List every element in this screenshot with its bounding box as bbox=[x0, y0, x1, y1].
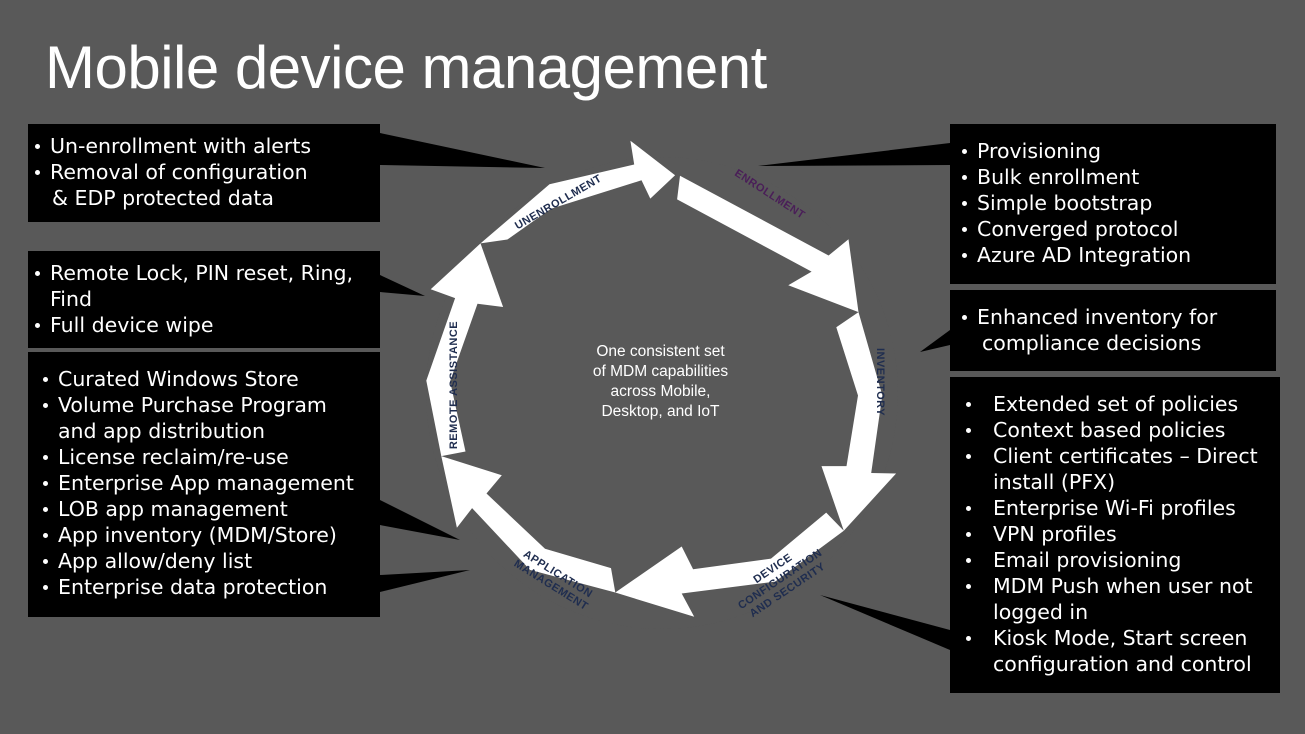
list-item: Full device wipe bbox=[28, 312, 380, 338]
center-line: Desktop, and IoT bbox=[601, 403, 720, 420]
list-item: App inventory (MDM/Store) bbox=[36, 522, 380, 548]
center-line: of MDM capabilities bbox=[592, 363, 729, 380]
list-item: Volume Purchase Program bbox=[36, 392, 380, 418]
list-item: Email provisioning bbox=[950, 547, 1280, 573]
list-item: Enterprise Wi-Fi profiles bbox=[950, 495, 1280, 521]
unenrollment-callout: Un-enrollment with alerts Removal of con… bbox=[28, 124, 380, 222]
application-management-callout: Curated Windows Store Volume Purchase Pr… bbox=[28, 352, 380, 617]
list-item-continuation: install (PFX) bbox=[993, 470, 1116, 494]
list-item-continuation: compliance decisions bbox=[982, 331, 1202, 355]
list-item: App allow/deny list bbox=[36, 548, 380, 574]
stage-label-inventory: INVENTORY bbox=[874, 348, 886, 416]
arrow-ring bbox=[426, 140, 897, 617]
list-item: Context based policies bbox=[950, 417, 1280, 443]
list-item: Simple bootstrap bbox=[955, 190, 1276, 216]
list-item: Extended set of policies bbox=[950, 391, 1280, 417]
list-item: Curated Windows Store bbox=[36, 366, 380, 392]
list-item-continuation: Find bbox=[50, 287, 93, 311]
list-item: MDM Push when user not bbox=[950, 573, 1280, 599]
center-disc bbox=[426, 157, 898, 629]
device-configuration-callout: Extended set of policies Context based p… bbox=[950, 377, 1280, 693]
list-item: Removal of configuration bbox=[28, 159, 380, 185]
inventory-callout: Enhanced inventory for compliance decisi… bbox=[950, 290, 1276, 371]
list-item: Kiosk Mode, Start screen bbox=[950, 625, 1280, 651]
list-item: Enterprise App management bbox=[36, 470, 380, 496]
center-caption: One consistent set of MDM capabilities a… bbox=[568, 342, 753, 422]
page-title: Mobile device management bbox=[45, 34, 767, 101]
center-line: One consistent set bbox=[596, 343, 725, 360]
list-item: Enhanced inventory for bbox=[955, 304, 1276, 330]
enrollment-callout: Provisioning Bulk enrollment Simple boot… bbox=[950, 124, 1276, 284]
list-item: Remote Lock, PIN reset, Ring, bbox=[28, 260, 380, 286]
list-item-continuation: configuration and control bbox=[993, 652, 1252, 676]
list-item-continuation: & EDP protected data bbox=[52, 186, 274, 210]
list-item: LOB app management bbox=[36, 496, 380, 522]
list-item: Client certificates – Direct bbox=[950, 443, 1280, 469]
list-item: Enterprise data protection bbox=[36, 574, 380, 600]
stage-label-remote-assistance: REMOTE ASSISTANCE bbox=[448, 321, 460, 449]
callout-connectors bbox=[380, 133, 950, 650]
list-item: Azure AD Integration bbox=[955, 242, 1276, 268]
list-item: Converged protocol bbox=[955, 216, 1276, 242]
list-item: Bulk enrollment bbox=[955, 164, 1276, 190]
list-item: Un-enrollment with alerts bbox=[28, 133, 380, 159]
center-line: across Mobile, bbox=[610, 383, 711, 400]
list-item-continuation: and app distribution bbox=[58, 419, 266, 443]
remote-assistance-callout: Remote Lock, PIN reset, Ring, Find Full … bbox=[28, 251, 380, 348]
list-item: Provisioning bbox=[955, 138, 1276, 164]
list-item: License reclaim/re-use bbox=[36, 444, 380, 470]
list-item-continuation: logged in bbox=[993, 600, 1089, 624]
list-item: VPN profiles bbox=[950, 521, 1280, 547]
